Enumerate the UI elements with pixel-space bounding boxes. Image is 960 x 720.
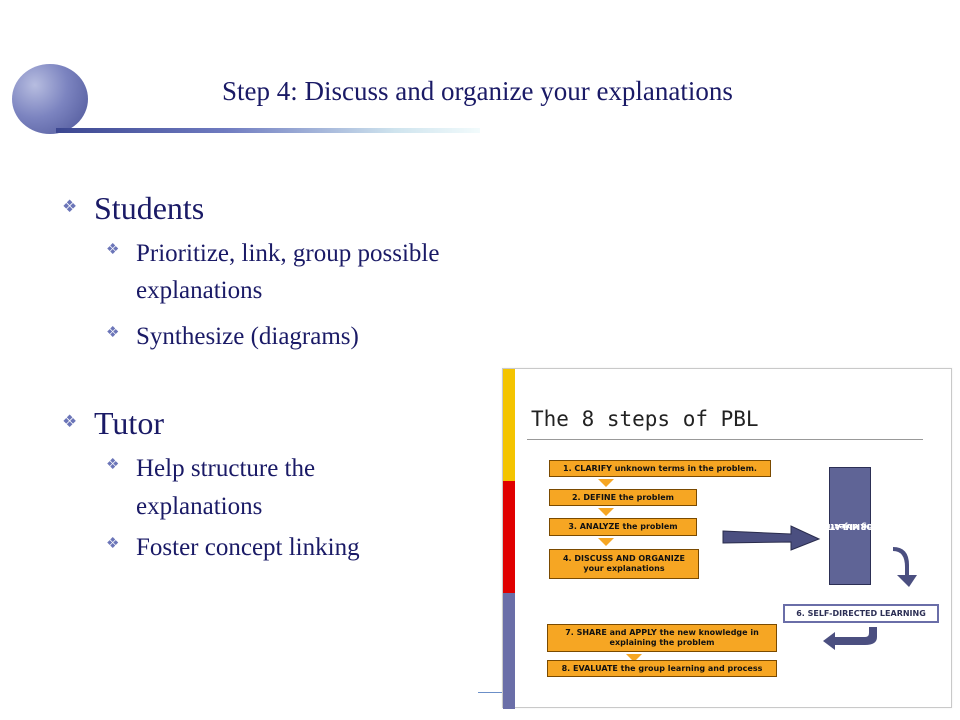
step-1-label: 1. CLARIFY unknown terms in the problem. bbox=[563, 463, 757, 473]
bullet-students-item-1: ❖ Prioritize, link, group possible expla… bbox=[60, 235, 480, 310]
bullet-students-label: Students bbox=[94, 190, 205, 226]
stripe-red bbox=[503, 481, 515, 593]
bullet-tutor: ❖ Tutor bbox=[60, 405, 480, 442]
bullet-tutor-item-2-label: Foster concept linking bbox=[136, 534, 360, 562]
four-diamond-bullet-icon: ❖ bbox=[106, 324, 120, 341]
bullet-students-item-2-label: Synthesize (diagrams) bbox=[136, 322, 359, 350]
step-4-box: 4. DISCUSS AND ORGANIZE your explanation… bbox=[549, 549, 699, 579]
step-7-box: 7. SHARE and APPLY the new knowledge in … bbox=[547, 624, 777, 652]
four-diamond-bullet-icon: ❖ bbox=[62, 412, 78, 432]
step-3-label: 3. ANALYZE the problem bbox=[568, 522, 678, 531]
pbl-steps-diagram: The 8 steps of PBL 1. CLARIFY unknown te… bbox=[502, 368, 952, 709]
bullet-tutor-item-1-label: Help structure the explanations bbox=[136, 455, 316, 520]
step-6-label: 6. SELF-DIRECTED LEARNING bbox=[796, 608, 926, 618]
arrow-to-step-6-icon bbox=[893, 547, 917, 587]
step-6-box: 6. SELF-DIRECTED LEARNING bbox=[783, 604, 939, 623]
four-diamond-bullet-icon: ❖ bbox=[106, 457, 120, 474]
four-diamond-bullet-icon: ❖ bbox=[106, 536, 120, 553]
step-1-box: 1. CLARIFY unknown terms in the problem. bbox=[549, 460, 771, 477]
title-underline bbox=[56, 128, 480, 133]
stripe-yellow bbox=[503, 369, 515, 481]
step-2-box: 2. DEFINE the problem bbox=[549, 489, 697, 506]
step-5-label-line-2: learning objectives bbox=[811, 522, 899, 531]
slide-title: Step 4: Discuss and organize your explan… bbox=[222, 76, 733, 106]
decorative-ball bbox=[12, 64, 88, 134]
step-2-label: 2. DEFINE the problem bbox=[571, 492, 674, 502]
step-3-box: 3. ANALYZE the problem bbox=[549, 518, 697, 536]
arrow-to-step-7-icon bbox=[823, 627, 877, 650]
step-5-box: 5. FORMULATE your learning objectives bbox=[801, 467, 899, 585]
arrow-2-3-icon bbox=[598, 508, 614, 516]
bullet-tutor-label: Tutor bbox=[94, 405, 164, 442]
four-diamond-bullet-icon: ❖ bbox=[62, 197, 78, 216]
bullet-list: ❖ Students ❖ Prioritize, link, group pos… bbox=[60, 190, 480, 567]
arrow-7-8-icon bbox=[626, 654, 642, 662]
bullet-tutor-item-1: ❖ Help structure the explanations bbox=[60, 450, 440, 525]
diagram-title: The 8 steps of PBL bbox=[531, 407, 759, 431]
step-8-box: 8. EVALUATE the group learning and proce… bbox=[547, 660, 777, 677]
bullet-students-item-2: ❖ Synthesize (diagrams) bbox=[60, 318, 480, 356]
arrow-to-step-5-icon bbox=[722, 525, 821, 551]
bullet-tutor-item-2: ❖ Foster concept linking bbox=[60, 529, 480, 567]
arrow-3-4-icon bbox=[598, 538, 614, 546]
arrow-1-2-icon bbox=[598, 479, 614, 487]
bullet-students: ❖ Students bbox=[60, 190, 480, 227]
footer-line bbox=[478, 692, 502, 693]
diagram-title-rule bbox=[527, 439, 923, 440]
step-7-label-line-1: 7. SHARE and APPLY the new knowledge in bbox=[565, 628, 759, 637]
step-7-label-line-2: explaining the problem bbox=[609, 638, 715, 647]
stripe-blue bbox=[503, 593, 515, 709]
step-8-label: 8. EVALUATE the group learning and proce… bbox=[561, 663, 763, 673]
four-diamond-bullet-icon: ❖ bbox=[106, 241, 120, 258]
step-4-label-line-2: your explanations bbox=[583, 564, 665, 573]
step-5-label: 5. FORMULATE your learning objectives bbox=[801, 482, 899, 571]
step-4-label-line-1: 4. DISCUSS AND ORGANIZE bbox=[562, 554, 686, 563]
bullet-students-item-1-label: Prioritize, link, group possible explana… bbox=[136, 239, 440, 305]
